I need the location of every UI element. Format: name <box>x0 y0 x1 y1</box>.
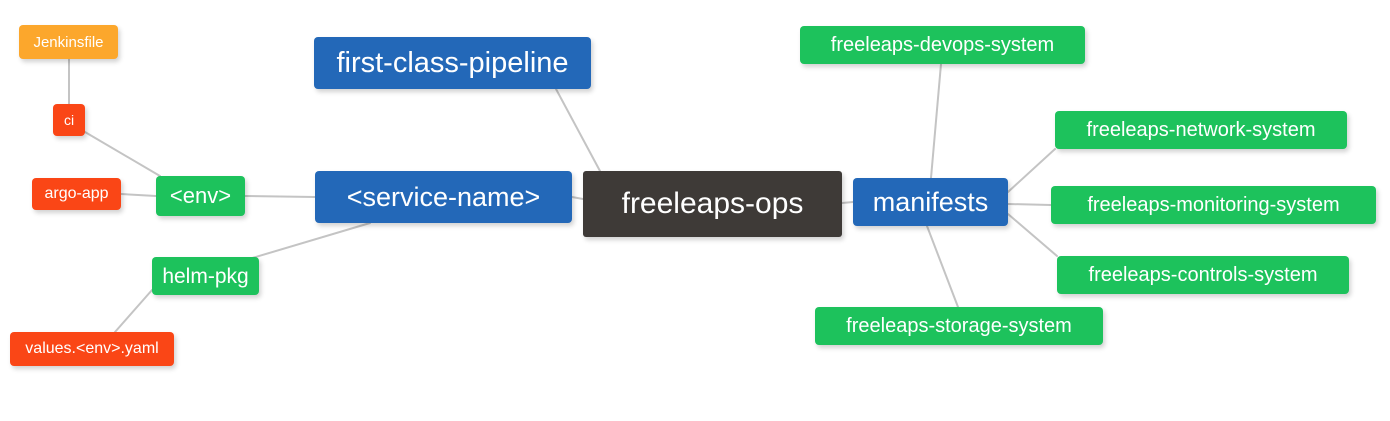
edge-helm-pkg-to-values-env-yaml <box>114 289 153 333</box>
node-argo-app[interactable]: argo-app <box>32 178 121 210</box>
edge-service-name-to-helm-pkg <box>248 222 371 260</box>
node-first-class-pipeline[interactable]: first-class-pipeline <box>314 37 591 89</box>
node-label: Jenkinsfile <box>33 33 104 51</box>
node-freeleaps-storage-system[interactable]: freeleaps-storage-system <box>815 307 1103 345</box>
node-env[interactable]: <env> <box>156 176 245 216</box>
edge-freeleaps-ops-to-first-class-pipeline <box>555 88 601 172</box>
node-manifests[interactable]: manifests <box>853 178 1008 226</box>
node-label: freeleaps-monitoring-system <box>1087 194 1340 216</box>
node-service-name[interactable]: <service-name> <box>315 171 572 223</box>
node-label: helm-pkg <box>162 264 249 288</box>
node-helm-pkg[interactable]: helm-pkg <box>152 257 259 295</box>
node-label: argo-app <box>44 185 109 202</box>
node-label: freeleaps-ops <box>621 187 804 220</box>
edge-manifests-to-freeleaps-storage-system <box>926 225 959 308</box>
node-freeleaps-controls-system[interactable]: freeleaps-controls-system <box>1057 256 1349 294</box>
node-freeleaps-ops[interactable]: freeleaps-ops <box>583 171 842 237</box>
edge-manifests-to-freeleaps-monitoring-system <box>1007 203 1052 206</box>
node-label: <env> <box>169 183 232 208</box>
node-label: freeleaps-storage-system <box>846 315 1072 337</box>
node-label: manifests <box>872 186 989 217</box>
node-label: first-class-pipeline <box>336 46 569 79</box>
node-freeleaps-network-system[interactable]: freeleaps-network-system <box>1055 111 1347 149</box>
edge-freeleaps-ops-to-service-name <box>571 196 584 200</box>
node-label: freeleaps-devops-system <box>830 34 1055 56</box>
node-label: freeleaps-network-system <box>1086 119 1316 141</box>
node-label: freeleaps-controls-system <box>1088 264 1318 286</box>
node-jenkinsfile[interactable]: Jenkinsfile <box>19 25 118 59</box>
node-ci[interactable]: ci <box>53 104 85 136</box>
node-freeleaps-devops-system[interactable]: freeleaps-devops-system <box>800 26 1085 64</box>
node-freeleaps-monitoring-system[interactable]: freeleaps-monitoring-system <box>1051 186 1376 224</box>
edge-freeleaps-ops-to-manifests <box>841 201 854 204</box>
edge-manifests-to-freeleaps-controls-system <box>1007 213 1058 257</box>
edge-manifests-to-freeleaps-devops-system <box>930 63 942 179</box>
node-values-env-yaml[interactable]: values.<env>.yaml <box>10 332 174 366</box>
edge-manifests-to-freeleaps-network-system <box>1007 148 1056 193</box>
node-label: <service-name> <box>346 181 541 212</box>
node-label: values.<env>.yaml <box>25 340 159 357</box>
edge-env-to-ci <box>84 131 161 177</box>
edge-service-name-to-env <box>244 195 316 198</box>
node-label: ci <box>63 112 75 128</box>
edge-env-to-argo-app <box>120 193 157 197</box>
